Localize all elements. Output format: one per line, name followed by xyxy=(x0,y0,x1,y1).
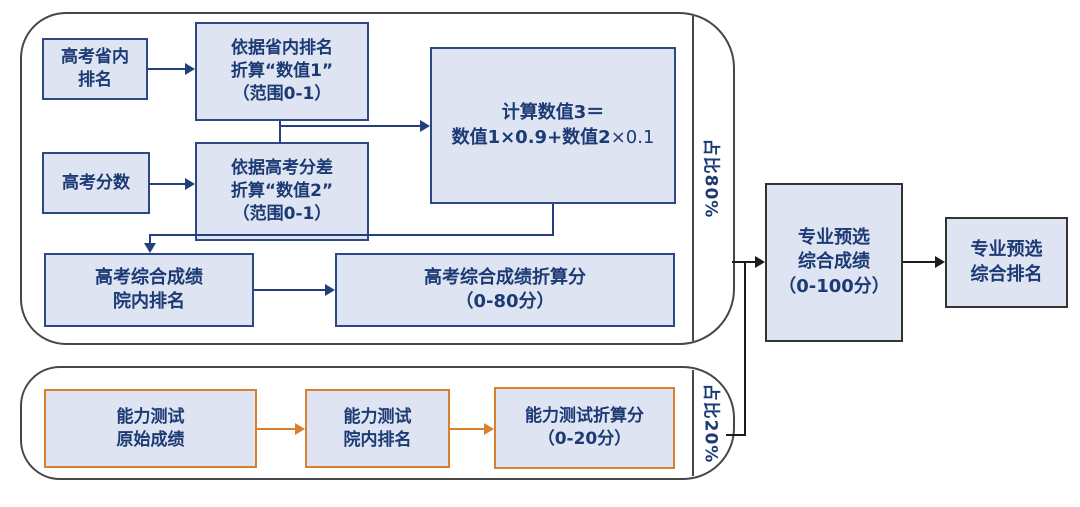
box-ability-raw: 能力测试 原始成绩 xyxy=(44,389,257,468)
text-line: 折算“数值2” xyxy=(230,181,334,202)
text-line: 高考省内 xyxy=(61,47,129,68)
arrowhead-icon xyxy=(420,120,430,132)
arrowhead-icon xyxy=(144,243,156,253)
box-ability-rank: 能力测试 院内排名 xyxy=(305,389,450,468)
text-line: （范围0-1） xyxy=(232,203,332,224)
gaokao-80-group: 高考省内 排名 依据省内排名 折算“数值1” （范围0-1） 高考分数 依据高考… xyxy=(20,12,735,345)
arrowhead-icon xyxy=(325,284,335,296)
box-formula-value3: 计算数值3＝ 数值1×0.9+数值2×0.1 xyxy=(430,47,676,204)
box-value2: 依据高考分差 折算“数值2” （范围0-1） xyxy=(195,142,369,241)
box-gaokao-score: 高考分数 xyxy=(42,152,150,214)
strip-divider xyxy=(692,16,694,341)
text-line: （0-100分） xyxy=(778,275,890,297)
text-line: （0-80分） xyxy=(455,291,555,312)
arrowhead-icon xyxy=(755,256,765,268)
arrowhead-icon xyxy=(484,423,494,435)
arrow-rank-to-score20 xyxy=(450,428,484,430)
box-gaokao-province-rank: 高考省内 排名 xyxy=(42,38,148,100)
text-line: 能力测试折算分 xyxy=(525,406,644,427)
line-merge-vertical xyxy=(744,262,746,436)
text-line: 专业预选 xyxy=(970,239,1043,261)
arrow-values-to-formula xyxy=(280,125,420,127)
text-line: 折算“数值1” xyxy=(230,61,334,82)
line-formula-drop xyxy=(149,236,151,244)
text-line: 高考综合成绩折算分 xyxy=(424,266,586,288)
strip-divider xyxy=(692,370,694,476)
text-line: 能力测试 xyxy=(343,406,412,427)
box-preselect-rank: 专业预选 综合排名 xyxy=(945,217,1068,308)
formula-main: 数值1×0.9+数值2 xyxy=(451,126,611,148)
arrow-rank-to-score xyxy=(254,289,325,291)
weight-label-80: 占比80% xyxy=(700,138,721,219)
text-line: 高考综合成绩 xyxy=(95,266,203,288)
box-composite-score: 高考综合成绩折算分 （0-80分） xyxy=(335,253,675,327)
text-line: 能力测试 xyxy=(116,406,185,427)
arrowhead-icon xyxy=(935,256,945,268)
arrowhead-icon xyxy=(185,63,195,75)
line-formula-down xyxy=(552,204,554,236)
text-line: （0-20分） xyxy=(537,429,632,449)
arrowhead-icon xyxy=(295,423,305,435)
text-line: （范围0-1） xyxy=(232,83,332,104)
arrow-province-to-value1 xyxy=(148,68,185,70)
arrow-score-to-rankfinal xyxy=(903,261,935,263)
formula-line-2: 数值1×0.9+数值2×0.1 xyxy=(452,126,655,150)
text-line: 依据高考分差 xyxy=(231,158,333,179)
text-line: 院内排名 xyxy=(113,291,185,312)
line-top-group-out xyxy=(732,261,755,263)
text-line: 排名 xyxy=(78,70,112,90)
text-line: 综合排名 xyxy=(970,263,1043,285)
arrow-raw-to-rank xyxy=(257,428,295,430)
text-line: 依据省内排名 xyxy=(231,38,333,59)
text-line: 综合成绩 xyxy=(798,251,870,273)
arrow-score-to-value2 xyxy=(150,183,185,185)
text-line: 院内排名 xyxy=(343,429,412,450)
formula-light: ×0.1 xyxy=(610,126,655,148)
text-line: 专业预选 xyxy=(798,227,870,249)
text-line: 原始成绩 xyxy=(116,429,185,450)
box-composite-rank: 高考综合成绩 院内排名 xyxy=(44,253,254,327)
weight-strip-20: 占比20% xyxy=(694,368,731,478)
line-value1-value2 xyxy=(279,121,281,142)
line-bottom-group-out xyxy=(726,434,744,436)
ability-20-group: 能力测试 原始成绩 能力测试 院内排名 能力测试折算分 （0-20分） 占比20… xyxy=(20,366,735,480)
weight-strip-80: 占比80% xyxy=(694,14,731,343)
box-preselect-score: 专业预选 综合成绩 （0-100分） xyxy=(765,183,903,342)
box-value1: 依据省内排名 折算“数值1” （范围0-1） xyxy=(195,22,369,121)
weight-label-20: 占比20% xyxy=(700,383,721,463)
arrowhead-icon xyxy=(185,178,195,190)
text-line: 高考分数 xyxy=(62,172,130,193)
formula-line-1: 计算数值3＝ xyxy=(501,102,605,124)
line-formula-across xyxy=(149,234,554,236)
box-ability-score: 能力测试折算分 （0-20分） xyxy=(494,387,675,469)
